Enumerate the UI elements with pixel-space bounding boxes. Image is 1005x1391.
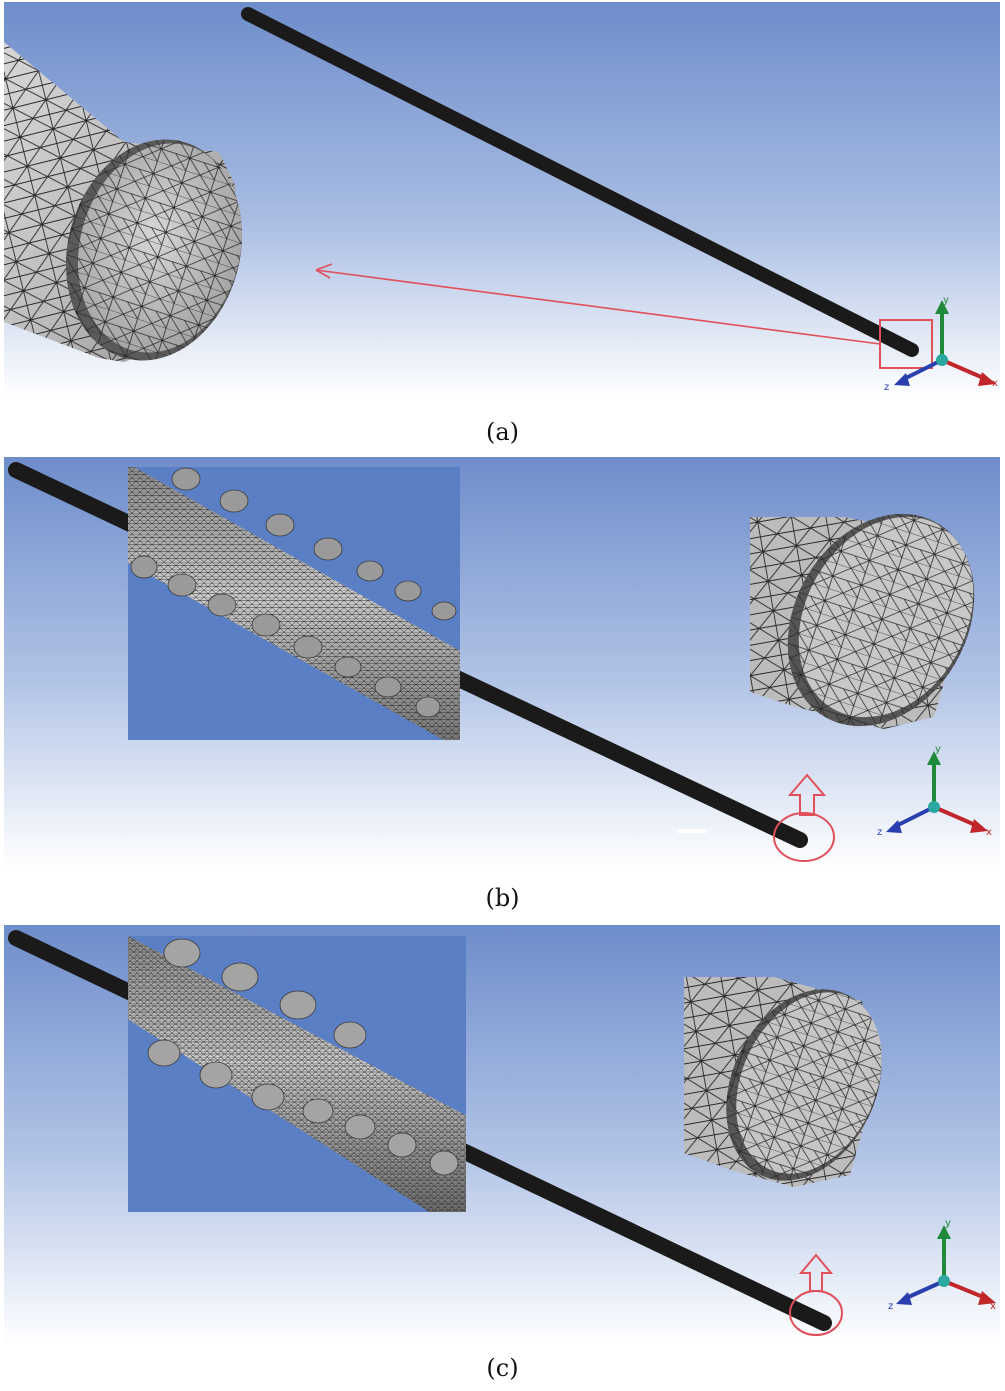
axis-y-label: y xyxy=(945,1218,951,1229)
zoom-inset xyxy=(128,936,466,1212)
axis-y-label: y xyxy=(935,744,941,755)
zoom-inset xyxy=(128,467,460,740)
axis-triad: y x z xyxy=(884,295,998,393)
axis-x-label: x xyxy=(986,827,992,838)
axis-triad: y x z xyxy=(877,744,992,838)
highlight-circle xyxy=(773,812,835,862)
panel-c-scene: y x z xyxy=(4,925,1000,1345)
panel-c: y x z xyxy=(4,925,1000,1345)
caption-b: (b) xyxy=(485,884,520,912)
axis-z-label: z xyxy=(884,382,889,393)
axis-x-label: x xyxy=(990,1301,996,1312)
axis-y-label: y xyxy=(943,295,949,306)
axis-x-label: x xyxy=(992,378,998,389)
zoom-arrow xyxy=(315,269,881,345)
caption-a: (a) xyxy=(485,418,520,446)
panel-b-scene: y x z xyxy=(4,457,1000,867)
axis-triad: y x z xyxy=(888,1218,996,1312)
panel-a: y x z xyxy=(4,2,1000,398)
caption-c: (c) xyxy=(486,1354,519,1382)
axis-z-label: z xyxy=(877,827,882,838)
axis-z-label: z xyxy=(888,1301,893,1312)
panel-a-scene: y x z xyxy=(4,2,1000,398)
up-arrow xyxy=(787,773,827,816)
up-arrow xyxy=(798,1253,834,1292)
panel-b: y x z xyxy=(4,457,1000,867)
